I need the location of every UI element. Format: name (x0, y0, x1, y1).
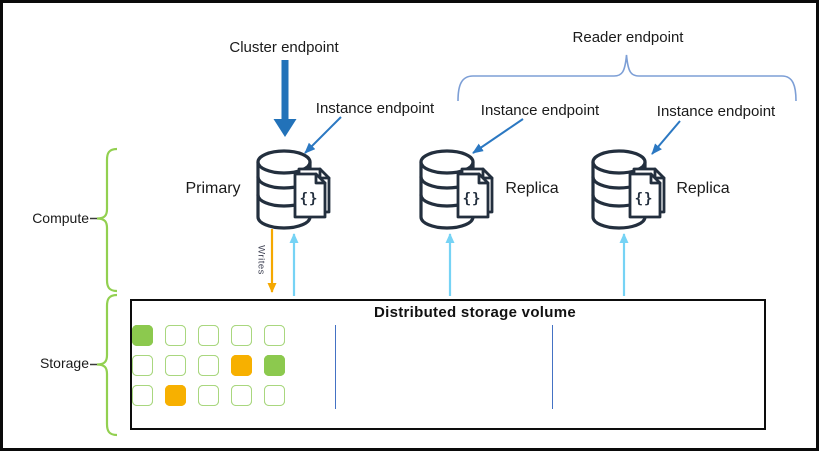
storage-block-orange (165, 385, 186, 406)
instance-endpoint-arrow-replica-2 (651, 120, 681, 155)
storage-segment-3 (132, 325, 285, 406)
cluster-endpoint-label: Cluster endpoint (229, 39, 339, 56)
storage-block-empty (165, 325, 186, 346)
database-icon-replica-1 (419, 149, 494, 230)
storage-block-empty (264, 325, 285, 346)
storage-block-orange (231, 355, 252, 376)
storage-block-empty (132, 385, 153, 406)
diagram-shapes-layer: {} (90, 54, 797, 437)
reader-endpoint-label: Reader endpoint (572, 29, 684, 46)
storage-block-empty (264, 385, 285, 406)
compute-layer-label: Compute (32, 210, 89, 226)
storage-brace (90, 293, 118, 437)
database-icon-primary (256, 149, 331, 230)
segment-divider-1 (335, 325, 336, 409)
instance-endpoint-label-primary: Instance endpoint (315, 100, 435, 117)
reader-endpoint-brace (457, 54, 797, 102)
instance-endpoint-label-replica-2: Instance endpoint (656, 103, 776, 120)
storage-volume-title: Distributed storage volume (373, 304, 577, 321)
storage-layer-label: Storage (39, 355, 89, 371)
storage-block-empty (132, 355, 153, 376)
writes-label: Writes (255, 245, 267, 275)
distributed-storage-volume-box: Distributed storage volume (130, 299, 766, 430)
replica-node-label-2: Replica (676, 180, 730, 197)
segment-divider-2 (552, 325, 553, 409)
cluster-endpoint-arrow (273, 60, 297, 137)
storage-block-green (264, 355, 285, 376)
storage-block-empty (198, 355, 219, 376)
storage-block-green (132, 325, 153, 346)
storage-block-empty (165, 355, 186, 376)
storage-block-empty (231, 325, 252, 346)
database-icon-replica-2 (591, 149, 666, 230)
instance-endpoint-arrow-primary (304, 116, 342, 154)
instance-endpoint-label-replica-1: Instance endpoint (480, 102, 600, 119)
compute-brace (90, 147, 118, 293)
storage-block-empty (198, 325, 219, 346)
instance-endpoint-arrow-replica-1 (472, 118, 524, 154)
primary-node-label: Primary (185, 180, 241, 197)
storage-block-empty (231, 385, 252, 406)
storage-block-empty (198, 385, 219, 406)
replica-node-label-1: Replica (505, 180, 559, 197)
